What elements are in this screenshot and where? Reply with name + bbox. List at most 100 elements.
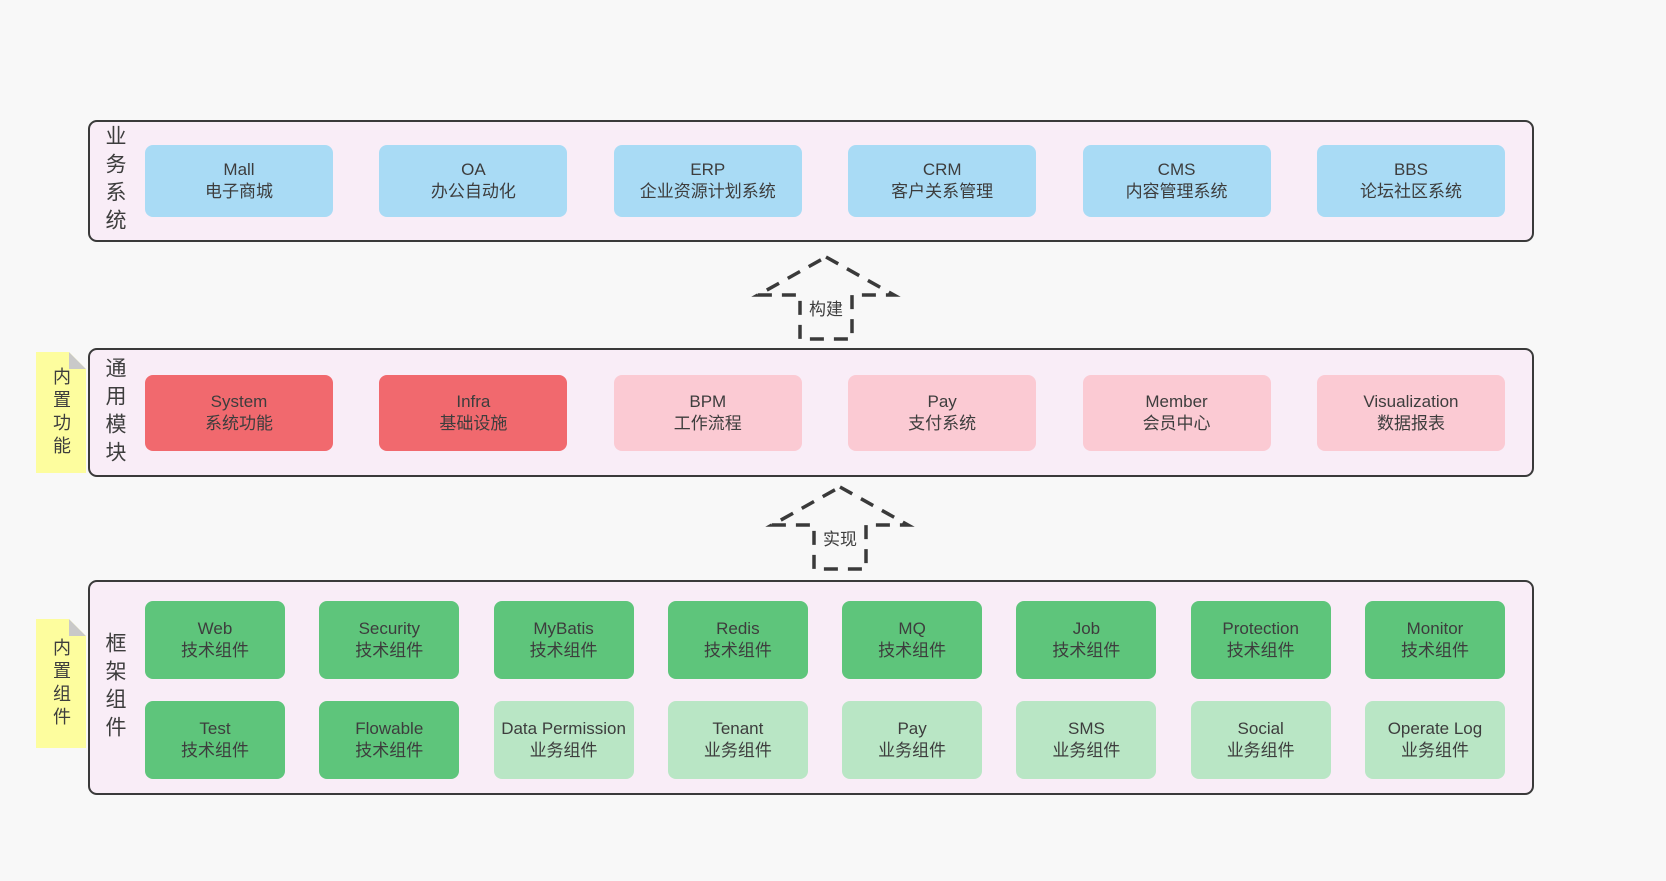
box-subtitle: 技术组件	[181, 741, 249, 760]
box-title: Social	[1237, 718, 1284, 738]
module-box-monitor: Monitor 技术组件	[1364, 601, 1505, 679]
box-subtitle: 企业资源计划系统	[639, 182, 776, 201]
module-box-oa: OA 办公自动化	[379, 145, 568, 217]
box-title: Web	[197, 618, 233, 638]
module-box-member: Member 会员中心	[1082, 375, 1271, 451]
box-title: Mall	[223, 159, 255, 179]
box-subtitle: 工作流程	[673, 414, 742, 433]
box-subtitle: 系统功能	[205, 414, 273, 433]
module-box-infra: Infra 基础设施	[379, 375, 568, 451]
box-title: Flowable	[355, 718, 424, 738]
box-subtitle: 业务组件	[878, 741, 947, 760]
module-box-mybatis: MyBatis 技术组件	[493, 601, 634, 679]
module-box-security: Security 技术组件	[319, 601, 460, 679]
box-subtitle: 技术组件	[355, 741, 424, 760]
sticky-note-builtin-features: 内置功能	[36, 352, 86, 473]
box-title: Protection	[1222, 618, 1299, 638]
module-box-mq: MQ 技术组件	[842, 601, 983, 679]
module-box-web: Web 技术组件	[145, 601, 285, 679]
box-title: Member	[1145, 391, 1208, 411]
box-title: Infra	[456, 391, 491, 411]
implement-arrow: 实现	[764, 484, 916, 572]
module-box-job: Job 技术组件	[1016, 601, 1157, 679]
box-title: MQ	[898, 618, 926, 638]
box-subtitle: 业务组件	[1052, 741, 1121, 760]
dashed-up-arrow-icon	[765, 484, 915, 571]
module-box-bbs: BBS 论坛社区系统	[1316, 145, 1505, 217]
module-box-mall: Mall 电子商城	[145, 145, 333, 217]
module-box-social: Social 业务组件	[1190, 701, 1331, 779]
box-subtitle: 业务组件	[1400, 741, 1469, 760]
layer-common-modules: 通用模块 System 系统功能 Infra 基础设施 BPM 工作流程 Pay 支付系统 Me…	[88, 348, 1534, 477]
box-subtitle: 技术组件	[1052, 641, 1121, 660]
box-title: System	[210, 391, 268, 411]
box-subtitle: 技术组件	[1400, 641, 1469, 660]
box-title: Monitor	[1406, 618, 1464, 638]
box-subtitle: 技术组件	[529, 641, 598, 660]
box-title: OA	[461, 159, 486, 179]
box-row: System 系统功能 Infra 基础设施 BPM 工作流程 Pay 支付系统 Member 会…	[145, 375, 1505, 451]
box-title: CRM	[922, 159, 962, 179]
module-box-erp: ERP 企业资源计划系统	[613, 145, 802, 217]
module-box-pay: Pay 业务组件	[842, 701, 983, 779]
module-box-pay: Pay 支付系统	[848, 375, 1037, 451]
box-subtitle: 技术组件	[1226, 641, 1295, 660]
box-title: SMS	[1067, 718, 1105, 738]
sticky-note-builtin-components: 内置组件	[36, 619, 86, 748]
dashed-up-arrow-icon	[751, 254, 901, 341]
box-title: Tenant	[712, 718, 764, 738]
layer-modules-label: 通用模块	[103, 356, 126, 469]
modules-boxes: System 系统功能 Infra 基础设施 BPM 工作流程 Pay 支付系统 Member 会…	[145, 350, 1505, 475]
box-title: Security	[358, 618, 420, 638]
module-box-operate-log: Operate Log 业务组件	[1364, 701, 1505, 779]
module-box-flowable: Flowable 技术组件	[319, 701, 460, 779]
module-box-visualization: Visualization 数据报表	[1316, 375, 1505, 451]
box-subtitle: 业务组件	[1226, 741, 1295, 760]
box-subtitle: 会员中心	[1142, 414, 1211, 433]
box-title: Test	[199, 718, 231, 738]
box-subtitle: 技术组件	[878, 641, 947, 660]
box-title: ERP	[690, 159, 726, 179]
build-arrow: 构建	[750, 254, 902, 342]
box-title: Visualization	[1363, 391, 1459, 411]
box-title: Operate Log	[1387, 718, 1483, 738]
box-title: MyBatis	[533, 618, 594, 638]
layer-business-label: 业务系统	[103, 125, 126, 237]
box-subtitle: 电子商城	[205, 182, 273, 201]
box-subtitle: 论坛社区系统	[1359, 182, 1462, 201]
box-subtitle: 内容管理系统	[1125, 182, 1228, 201]
box-title: Pay	[927, 391, 957, 411]
box-title: CMS	[1157, 159, 1196, 179]
layer-components-label: 框架组件	[103, 631, 126, 744]
box-subtitle: 办公自动化	[430, 182, 516, 201]
box-subtitle: 业务组件	[529, 741, 598, 760]
module-box-protection: Protection 技术组件	[1190, 601, 1331, 679]
box-title: Job	[1072, 618, 1101, 638]
box-subtitle: 基础设施	[439, 414, 508, 433]
module-box-test: Test 技术组件	[145, 701, 285, 779]
note-text: 内置功能	[51, 366, 71, 459]
box-subtitle: 技术组件	[703, 641, 772, 660]
box-title: BPM	[689, 391, 727, 411]
box-title: Redis	[716, 618, 760, 638]
box-title: BBS	[1393, 159, 1428, 179]
box-subtitle: 技术组件	[355, 641, 424, 660]
box-title: Pay	[897, 718, 927, 738]
module-box-redis: Redis 技术组件	[667, 601, 808, 679]
box-subtitle: 数据报表	[1376, 414, 1445, 433]
module-box-bpm: BPM 工作流程	[613, 375, 802, 451]
folded-corner-icon	[69, 619, 86, 636]
box-subtitle: 支付系统	[908, 414, 977, 433]
box-subtitle: 技术组件	[181, 641, 249, 660]
module-box-cms: CMS 内容管理系统	[1082, 145, 1271, 217]
